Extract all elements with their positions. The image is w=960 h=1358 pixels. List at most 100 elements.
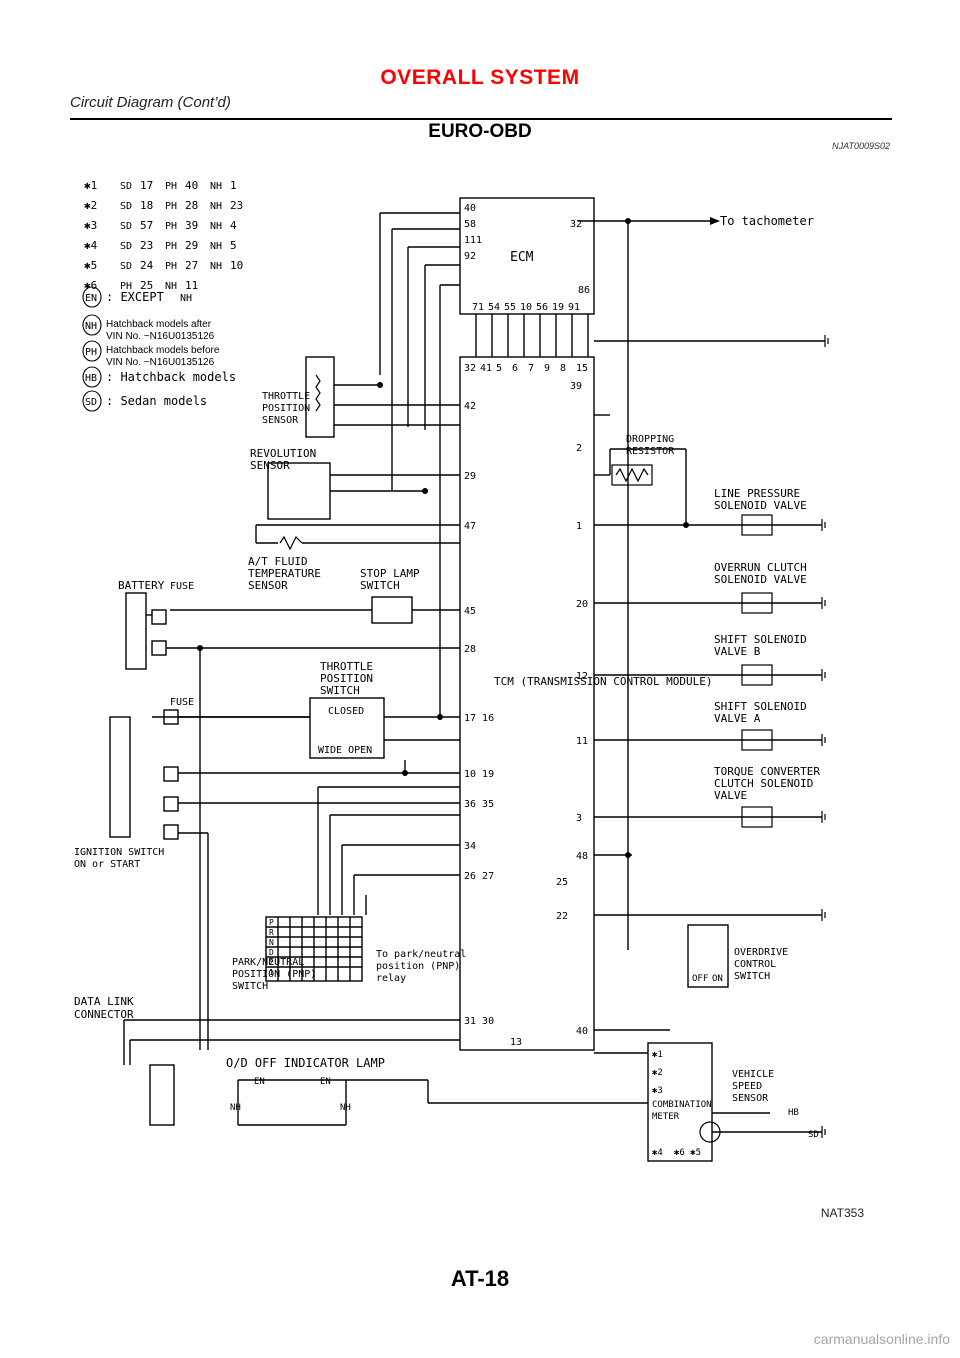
battery-label: BATTERY [118,579,165,592]
tachometer-arrow [710,217,720,225]
tcm-left-pin-9: 26 27 [464,871,494,882]
tps-sensor-label-3: SENSOR [262,415,299,426]
tcm-label: TCM (TRANSMISSION CONTROL MODULE) [494,675,713,688]
section-code: NJAT0009S02 [832,141,890,151]
pnp-pos-2: 2 [269,958,274,967]
variant-1-cv: 1 [230,179,237,192]
atf-label-1: A/T FLUID [248,555,308,568]
overrun-clutch-label-2: SOLENOID VALVE [714,573,807,586]
overrun-clutch-label-1: OVERRUN CLUTCH [714,561,807,574]
vss-label-1: VEHICLE [732,1069,774,1080]
stop-lamp-label-1: STOP LAMP [360,567,420,580]
ecm-top-pin-2: 111 [464,235,482,246]
ecm-label: ECM [510,250,534,265]
tps-sensor-label-2: POSITION [262,403,310,414]
variant-6-av: 25 [140,279,153,292]
ecm-bottom-pin-2: 55 [504,302,516,313]
relay-label-1: To park/neutral [376,949,466,960]
tcm-top-pin-1: 41 [480,363,492,374]
variant-1-c: NH [210,181,222,192]
variant-5-b: PH [165,261,177,272]
legend-ph-line1: Hatchback models before [106,345,220,356]
tcm-right-pin-7: 25 [556,877,568,888]
rev-sensor-label-2: SENSOR [250,459,290,472]
pnp-label-3: SWITCH [232,981,268,992]
ecm-bottom-pin-4: 56 [536,302,548,313]
tag-nh-1: NH [230,1103,241,1113]
meter-label-1: COMBINATION [652,1100,712,1110]
tps-closed-label: CLOSED [328,706,364,717]
tcm-right-pin-4: 11 [576,736,588,747]
stop-lamp-label-2: SWITCH [360,579,400,592]
meter-pin-4: ✱4 [652,1148,663,1158]
tcm-right-pin-2: 20 [576,599,588,610]
tcm-left-pin-7: 36 35 [464,799,494,810]
pnp-pos-1: 1 [269,968,274,977]
legend-hb-badge: HB [85,373,97,384]
tcm-left-pin-2: 47 [464,521,476,532]
legend-ph-line2: VIN No. ~N16U0135126 [106,357,215,368]
tcm-left-pin-10: 31 30 [464,1016,494,1027]
ignition-label-1: IGNITION SWITCH [74,847,164,858]
rev-sensor-label-1: REVOLUTION [250,447,316,460]
tcc-label-1: TORQUE CONVERTER [714,765,820,778]
line-pressure-label-1: LINE PRESSURE [714,487,800,500]
tcm-left-pin-0: 42 [464,401,476,412]
tcm-top-pin-8: 15 [576,363,588,374]
legend-en-text: : EXCEPT [106,290,164,304]
tps-switch-label-2: POSITION [320,672,373,685]
legend-sd-text: : Sedan models [106,394,207,408]
tcm-right-pin-6: 48 [576,851,588,862]
tcm-right-pin-9: 40 [576,1026,588,1037]
legend-nh-line2: VIN No. ~N16U0135126 [106,331,215,342]
tcm-left-pin-8: 34 [464,841,476,852]
variant-3: ✱3 [84,219,97,232]
ecm-top-pin-0: 40 [464,203,476,214]
tcm-top-pin-7: 39 [570,381,582,392]
pnp-pos-r: R [269,928,274,937]
meter-pin-56: ✱6 ✱5 [674,1148,701,1158]
variant-4-c: NH [210,241,222,252]
variant-3-b: PH [165,221,177,232]
vss-label-3: SENSOR [732,1093,769,1104]
od-switch-label-2: CONTROL [734,959,776,970]
tcm-top-pin-5: 9 [544,363,550,374]
ecm-bottom-pin-5: 19 [552,302,564,313]
od-switch-label-1: OVERDRIVE [734,947,788,958]
dropping-resistor-label-2: RESISTOR [626,446,675,457]
pnp-pos-d: D [269,948,274,957]
ecm-bottom-pin-1: 54 [488,302,500,313]
legend-ph-badge: PH [85,347,97,358]
tag-nh-2: NH [340,1103,351,1113]
variant-3-cv: 4 [230,219,237,232]
dlc-label-1: DATA LINK [74,995,134,1008]
variant-1-a: SD [120,181,132,192]
variant-6-a: PH [120,281,132,292]
variant-1-b: PH [165,181,177,192]
legend-nh-badge: NH [85,321,97,332]
dropping-resistor-label-1: DROPPING [626,434,674,445]
tcm-top-pin-4: 7 [528,363,534,374]
variant-1: ✱1 [84,179,97,192]
tcc-label-2: CLUTCH SOLENOID [714,777,813,790]
variant-table: ✱1 SD 17 PH 40 NH 1 ✱2 SD 18 PH 28 NH 23… [84,179,243,292]
ecm-top-pin-3: 92 [464,251,476,262]
tps-switch-label-1: THROTTLE [320,660,373,673]
variant-4-b: PH [165,241,177,252]
tcm-right-pin-3: 12 [576,671,588,682]
variant-5-a: SD [120,261,132,272]
variant-4: ✱4 [84,239,98,252]
legend-en-ref: NH [180,293,192,304]
variant-1-av: 17 [140,179,153,192]
tcc-label-3: VALVE [714,789,747,802]
tcm-left-pin-11: 13 [510,1037,522,1048]
ecm-top-pin-1: 58 [464,219,476,230]
fuse-2-label: FUSE [170,697,194,708]
tag-en-1: EN [254,1077,265,1087]
tcm-right-pin-8: 22 [556,911,568,922]
variant-4-a: SD [120,241,132,252]
fuse-1-label: FUSE [170,581,194,592]
variant-6: ✱6 [84,279,97,292]
pnp-label-2: POSITION (PNP) [232,969,316,980]
page-number: AT-18 [450,1266,510,1291]
